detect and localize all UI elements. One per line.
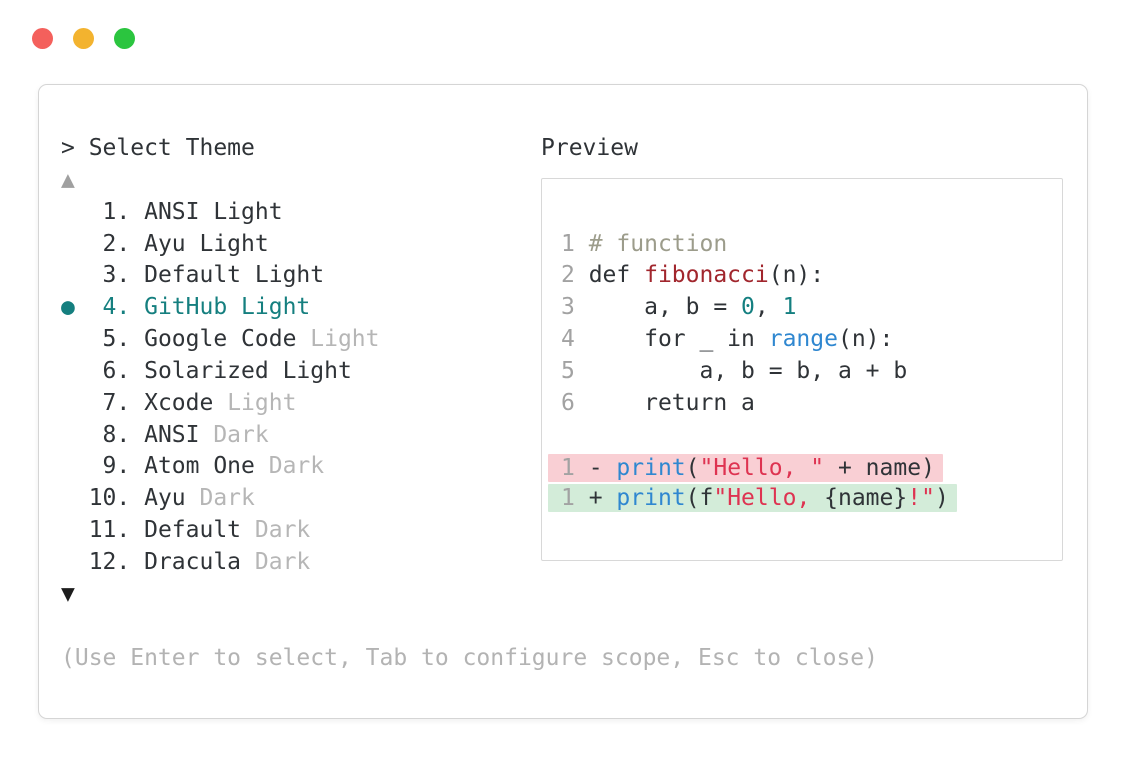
theme-item-5[interactable]: 5. Google Code Light: [88, 326, 380, 353]
prompt: > Select Theme: [61, 135, 255, 161]
theme-item-7[interactable]: 7. Xcode Light: [88, 389, 297, 416]
theme-item-6[interactable]: 6. Solarized Light: [88, 357, 352, 384]
minimize-button[interactable]: [73, 28, 94, 49]
theme-item-10[interactable]: 10. Ayu Dark: [88, 485, 255, 512]
preview-title: Preview: [541, 135, 638, 161]
preview-code: 1 # function 2 def fibonacci(n): 3 a, b = …: [548, 229, 957, 514]
window-controls: [32, 28, 135, 49]
theme-item-11[interactable]: 11. Default Dark: [88, 517, 311, 544]
theme-list: 1. ANSI Light 2. Ayu Light 3. Default Li…: [61, 197, 878, 579]
theme-item-8[interactable]: 8. ANSI Dark: [88, 421, 269, 448]
scroll-up-indicator[interactable]: ▲: [61, 166, 75, 193]
code-line: 3 a, b = 0, 1: [561, 294, 797, 321]
spacer: [61, 611, 878, 643]
scroll-down-indicator[interactable]: ▼: [61, 580, 75, 607]
theme-picker-panel: > Select Theme ▲ 1. ANSI Light 2. Ayu Li…: [61, 133, 878, 674]
theme-picker-window: > Select Theme ▲ 1. ANSI Light 2. Ayu Li…: [38, 84, 1088, 719]
code-line: 1 # function: [561, 230, 728, 257]
theme-item-3[interactable]: 3. Default Light: [88, 262, 325, 289]
code-line: 6 return a: [561, 389, 755, 416]
help-text: (Use Enter to select, Tab to configure s…: [61, 644, 878, 671]
diff-line-removed: 1 - print("Hello, " + name): [548, 453, 943, 482]
theme-item-1[interactable]: 1. ANSI Light: [88, 198, 283, 225]
theme-item-4[interactable]: ● 4. GitHub Light: [61, 294, 311, 321]
diff-line-added: 1 + print(f"Hello, {name}!"): [548, 483, 957, 512]
theme-item-12[interactable]: 12. Dracula Dark: [88, 548, 311, 575]
maximize-button[interactable]: [114, 28, 135, 49]
code-line: 2 def fibonacci(n):: [561, 262, 825, 289]
code-line: 5 a, b = b, a + b: [561, 357, 908, 384]
theme-item-2[interactable]: 2. Ayu Light: [88, 230, 269, 257]
code-line: [561, 420, 957, 452]
close-button[interactable]: [32, 28, 53, 49]
theme-item-9[interactable]: 9. Atom One Dark: [88, 453, 325, 480]
code-line: 4 for _ in range(n):: [561, 326, 894, 353]
